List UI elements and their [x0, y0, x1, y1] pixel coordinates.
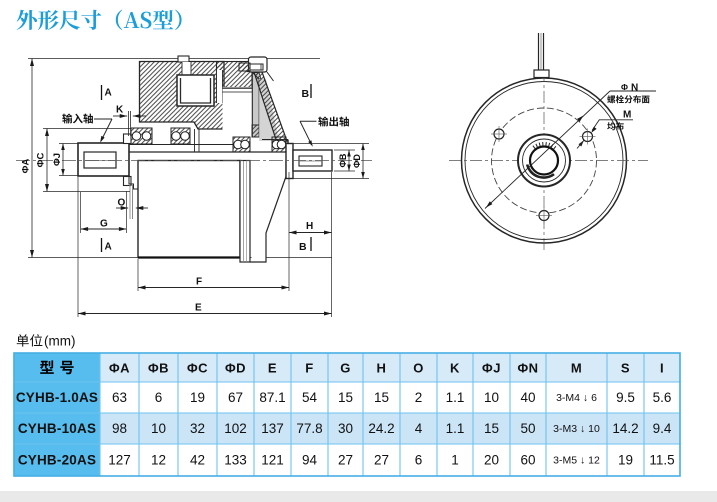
svg-text:N: N — [631, 83, 638, 94]
svg-text:19: 19 — [190, 390, 205, 405]
svg-text:98: 98 — [112, 421, 127, 436]
svg-text:M: M — [623, 110, 631, 121]
svg-text:77.8: 77.8 — [296, 421, 322, 436]
svg-text:ΦA: ΦA — [21, 159, 32, 174]
svg-text:27: 27 — [374, 453, 389, 468]
svg-text:ΦC: ΦC — [187, 361, 208, 376]
svg-text:CYHB-20AS: CYHB-20AS — [18, 453, 96, 468]
svg-text:30: 30 — [338, 421, 353, 436]
svg-text:ΦC: ΦC — [36, 153, 47, 168]
svg-text:A: A — [105, 242, 112, 253]
svg-text:121: 121 — [261, 453, 284, 468]
svg-text:2: 2 — [415, 390, 423, 405]
svg-text:F: F — [196, 277, 202, 288]
svg-text:ΦB: ΦB — [148, 361, 169, 376]
svg-text:12: 12 — [151, 453, 166, 468]
svg-text:14.2: 14.2 — [612, 421, 638, 436]
svg-text:137: 137 — [261, 421, 284, 436]
svg-text:I: I — [660, 361, 664, 376]
svg-text:ΦD: ΦD — [352, 154, 362, 168]
svg-text:E: E — [268, 361, 277, 376]
svg-text:102: 102 — [224, 421, 247, 436]
svg-text:15: 15 — [374, 390, 389, 405]
svg-text:10: 10 — [484, 390, 499, 405]
svg-text:ΦJ: ΦJ — [482, 361, 501, 376]
svg-text:60: 60 — [520, 453, 535, 468]
svg-text:(mm): (mm) — [44, 334, 75, 349]
svg-text:S: S — [621, 361, 630, 376]
svg-text:4: 4 — [415, 421, 423, 436]
svg-text:H: H — [306, 221, 313, 232]
svg-text:ΦB: ΦB — [338, 153, 348, 167]
svg-text:133: 133 — [224, 453, 247, 468]
svg-text:1.1: 1.1 — [446, 421, 465, 436]
svg-text:3-M5 ↓ 12: 3-M5 ↓ 12 — [553, 455, 600, 467]
svg-text:32: 32 — [190, 421, 205, 436]
svg-text:20: 20 — [484, 453, 499, 468]
svg-text:54: 54 — [302, 390, 318, 405]
svg-text:ΦN: ΦN — [517, 361, 538, 376]
svg-text:CYHB-1.0AS: CYHB-1.0AS — [16, 390, 98, 405]
svg-text:15: 15 — [484, 421, 499, 436]
svg-text:ΦD: ΦD — [225, 361, 246, 376]
svg-text:19: 19 — [618, 453, 633, 468]
svg-text:94: 94 — [302, 453, 318, 468]
svg-text:27: 27 — [338, 453, 353, 468]
svg-text:6: 6 — [155, 390, 163, 405]
svg-text:50: 50 — [520, 421, 535, 436]
svg-text:63: 63 — [112, 390, 127, 405]
svg-text:M: M — [571, 361, 582, 376]
svg-text:15: 15 — [338, 390, 353, 405]
svg-text:40: 40 — [520, 390, 535, 405]
svg-text:127: 127 — [108, 453, 131, 468]
svg-text:9.4: 9.4 — [653, 421, 672, 436]
svg-text:ΦJ: ΦJ — [52, 153, 63, 166]
svg-text:10: 10 — [151, 421, 166, 436]
svg-text:A: A — [105, 88, 112, 99]
svg-text:ΦA: ΦA — [109, 361, 130, 376]
svg-text:24.2: 24.2 — [368, 421, 394, 436]
svg-text:42: 42 — [190, 453, 205, 468]
svg-text:Φ: Φ — [621, 82, 628, 92]
svg-text:O: O — [413, 361, 424, 376]
svg-text:CYHB-10AS: CYHB-10AS — [18, 421, 96, 436]
svg-text:11.5: 11.5 — [649, 453, 674, 468]
svg-text:5.6: 5.6 — [653, 390, 672, 405]
svg-text:O: O — [118, 198, 126, 209]
svg-text:G: G — [100, 219, 108, 230]
svg-text:87.1: 87.1 — [259, 390, 285, 405]
svg-text:1.1: 1.1 — [446, 390, 465, 405]
svg-text:G: G — [340, 361, 351, 376]
svg-text:H: H — [377, 361, 387, 376]
svg-text:K: K — [450, 361, 460, 376]
svg-text:K: K — [116, 105, 124, 116]
svg-text:B: B — [302, 88, 310, 100]
svg-text:B: B — [299, 241, 307, 253]
svg-text:E: E — [195, 303, 202, 314]
svg-text:F: F — [305, 361, 313, 376]
svg-text:3-M3 ↓ 10: 3-M3 ↓ 10 — [553, 423, 600, 435]
svg-text:9.5: 9.5 — [616, 390, 635, 405]
svg-text:3-M4 ↓ 6: 3-M4 ↓ 6 — [556, 392, 597, 404]
svg-text:67: 67 — [228, 390, 243, 405]
svg-text:6: 6 — [415, 453, 423, 468]
svg-text:1: 1 — [451, 453, 459, 468]
